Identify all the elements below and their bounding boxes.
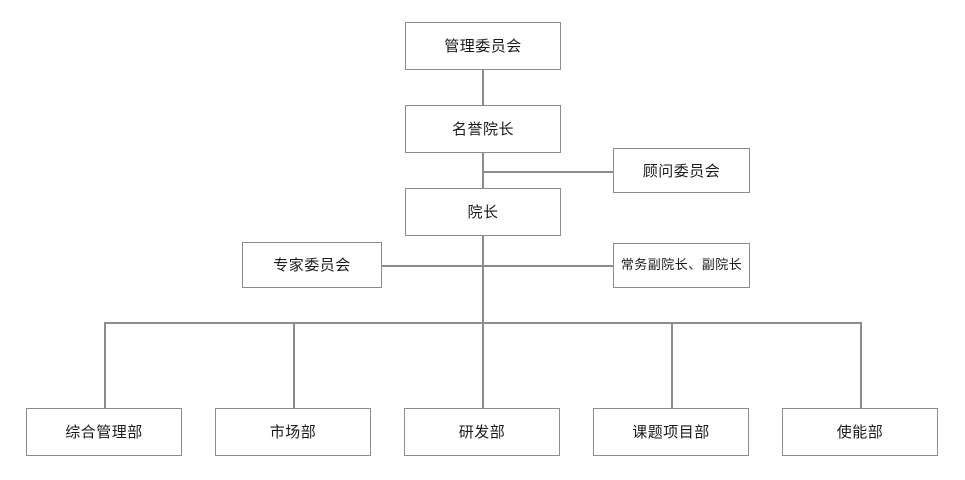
connector-dean-to-department-bus (482, 236, 484, 323)
node-management-committee[interactable]: 管理委员会 (405, 22, 561, 70)
node-vice-deans[interactable]: 常务副院长、副院长 (613, 243, 750, 288)
node-label-vice-deans: 常务副院长、副院长 (620, 257, 743, 273)
connector-bus-to-enablement-dept (860, 322, 862, 408)
node-project-dept[interactable]: 课题项目部 (593, 408, 749, 456)
node-label-project-dept: 课题项目部 (632, 423, 710, 441)
node-marketing-dept[interactable]: 市场部 (215, 408, 371, 456)
connector-bus-to-general-management-dept (104, 322, 106, 408)
connector-spine-to-advisory-committee (482, 171, 613, 173)
connector-honorary-dean-to-dean (482, 153, 484, 188)
node-label-advisory-committee: 顾问委员会 (642, 161, 721, 180)
connector-management-to-honorary-dean (482, 70, 484, 105)
node-general-management-dept[interactable]: 综合管理部 (26, 408, 182, 456)
node-expert-committee[interactable]: 专家委员会 (242, 242, 382, 288)
connector-bus-to-project-dept (671, 322, 673, 408)
node-advisory-committee[interactable]: 顾问委员会 (613, 148, 750, 193)
node-honorary-dean[interactable]: 名誉院长 (405, 105, 561, 153)
connector-spine-to-expert-committee (382, 265, 483, 267)
node-label-management-committee: 管理委员会 (444, 37, 522, 55)
node-label-enablement-dept: 使能部 (836, 423, 884, 441)
connector-spine-to-vice-deans (482, 265, 613, 267)
node-label-marketing-dept: 市场部 (269, 423, 317, 441)
connector-bus-to-rnd-dept (482, 322, 484, 408)
node-label-dean: 院长 (467, 203, 499, 221)
node-label-expert-committee: 专家委员会 (273, 256, 351, 274)
node-rnd-dept[interactable]: 研发部 (404, 408, 560, 456)
connector-bus-to-marketing-dept (293, 322, 295, 408)
node-label-rnd-dept: 研发部 (458, 423, 506, 441)
node-enablement-dept[interactable]: 使能部 (782, 408, 938, 456)
node-label-general-management-dept: 综合管理部 (65, 423, 143, 441)
node-dean[interactable]: 院长 (405, 188, 561, 236)
node-label-honorary-dean: 名誉院长 (451, 120, 514, 138)
